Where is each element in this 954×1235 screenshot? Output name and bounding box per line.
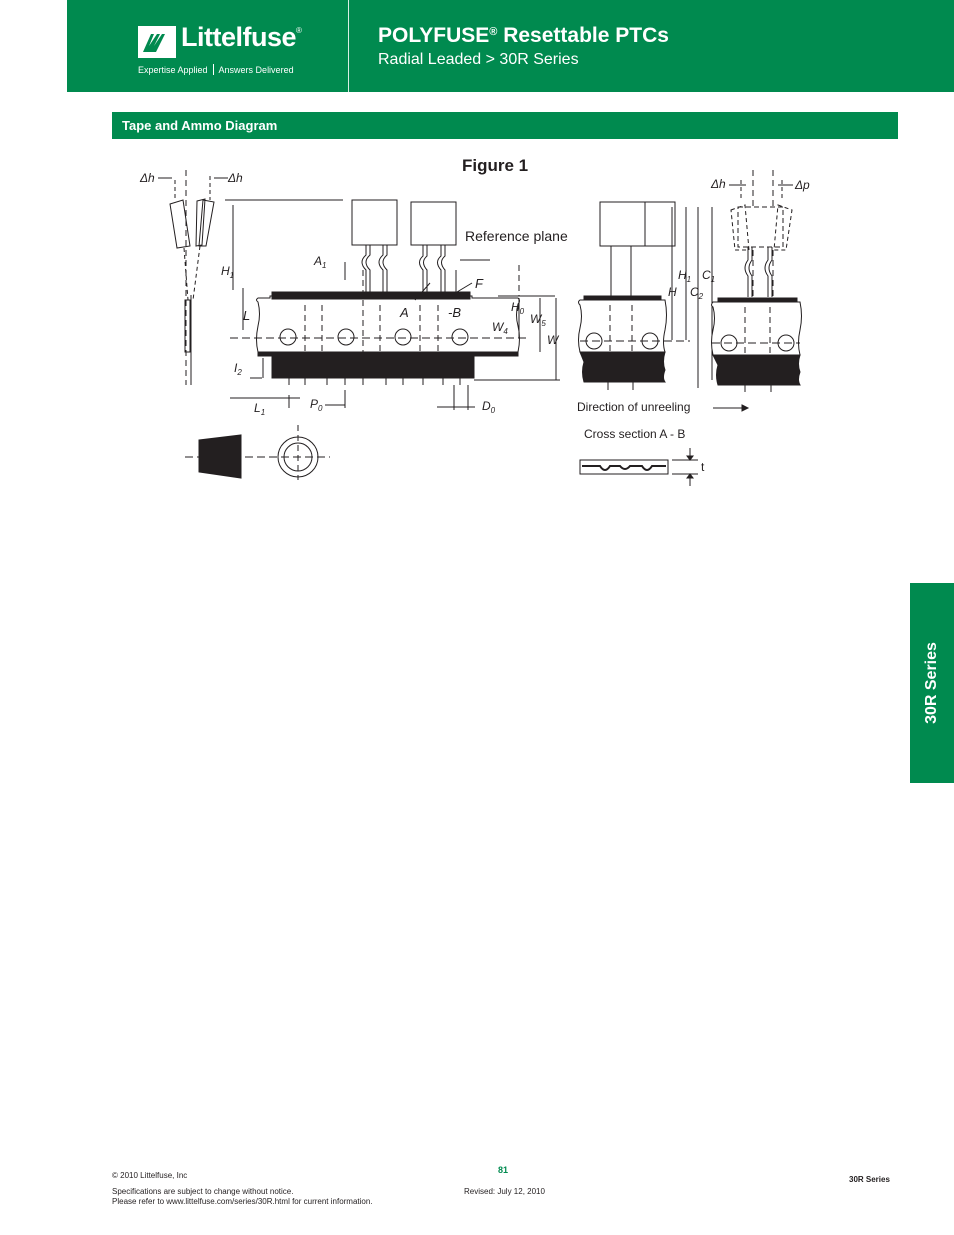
footer-revised: Revised: July 12, 2010 bbox=[464, 1187, 545, 1196]
label-delta-h-right: Δh bbox=[227, 171, 243, 185]
label-l: L bbox=[243, 308, 250, 323]
label-cross-section: Cross section A - B bbox=[584, 427, 685, 441]
label-reference-plane: Reference plane bbox=[465, 228, 568, 244]
label-delta-h-right-view: Δh bbox=[710, 177, 726, 191]
label-c1: C1 bbox=[702, 268, 715, 284]
label-w4: W4 bbox=[492, 320, 508, 336]
footer-copyright: © 2010 Littelfuse, Inc bbox=[112, 1171, 188, 1180]
label-l1: L1 bbox=[254, 401, 265, 417]
label-delta-h-left: Δh bbox=[139, 171, 155, 185]
label-h1-left: H1 bbox=[221, 264, 234, 280]
middle-view-tape bbox=[578, 201, 713, 390]
label-w5: W5 bbox=[530, 312, 546, 328]
label-c2: C2 bbox=[690, 285, 704, 301]
right-view-lead-pitch bbox=[711, 170, 802, 392]
label-b-section: -B bbox=[448, 305, 461, 320]
littelfuse-logo-icon bbox=[138, 26, 176, 58]
footer-series: 30R Series bbox=[849, 1175, 890, 1184]
header-divider bbox=[348, 0, 349, 92]
label-delta-p: Δp bbox=[794, 178, 810, 192]
label-i2: I2 bbox=[234, 361, 242, 377]
lead-cone-detail bbox=[185, 425, 330, 480]
cross-section-ab bbox=[579, 448, 698, 486]
page-title: POLYFUSE® Resettable PTCs bbox=[378, 24, 669, 47]
series-side-tab: 30R Series bbox=[910, 583, 954, 783]
page-subtitle: Radial Leaded > 30R Series bbox=[378, 51, 579, 68]
tape-ammo-diagram: Figure 1 Δh Δh bbox=[139, 156, 810, 486]
label-w: W bbox=[547, 333, 560, 347]
label-h: H bbox=[668, 285, 677, 299]
brand-name: Littelfuse® bbox=[181, 22, 302, 52]
label-h1-right: H1 bbox=[678, 268, 691, 284]
figure-title: Figure 1 bbox=[462, 156, 528, 175]
label-t: t bbox=[701, 460, 705, 474]
front-view-tape bbox=[225, 199, 560, 410]
label-f: F bbox=[475, 276, 484, 291]
label-direction-unreeling: Direction of unreeling bbox=[577, 400, 690, 414]
footer-notice-1: Specifications are subject to change wit… bbox=[112, 1187, 294, 1196]
section-title: Tape and Ammo Diagram bbox=[112, 112, 898, 139]
direction-arrow-icon bbox=[713, 404, 750, 412]
label-a1: A1 bbox=[313, 254, 326, 270]
label-d0: D0 bbox=[482, 399, 496, 415]
label-a-section: A bbox=[399, 305, 409, 320]
label-p0: P0 bbox=[310, 397, 323, 413]
side-view-lead-tilt bbox=[158, 170, 228, 385]
page-number: 81 bbox=[498, 1165, 509, 1175]
footer-notice-2: Please refer to www.littelfuse.com/serie… bbox=[112, 1197, 373, 1206]
label-h0: H0 bbox=[511, 300, 525, 316]
